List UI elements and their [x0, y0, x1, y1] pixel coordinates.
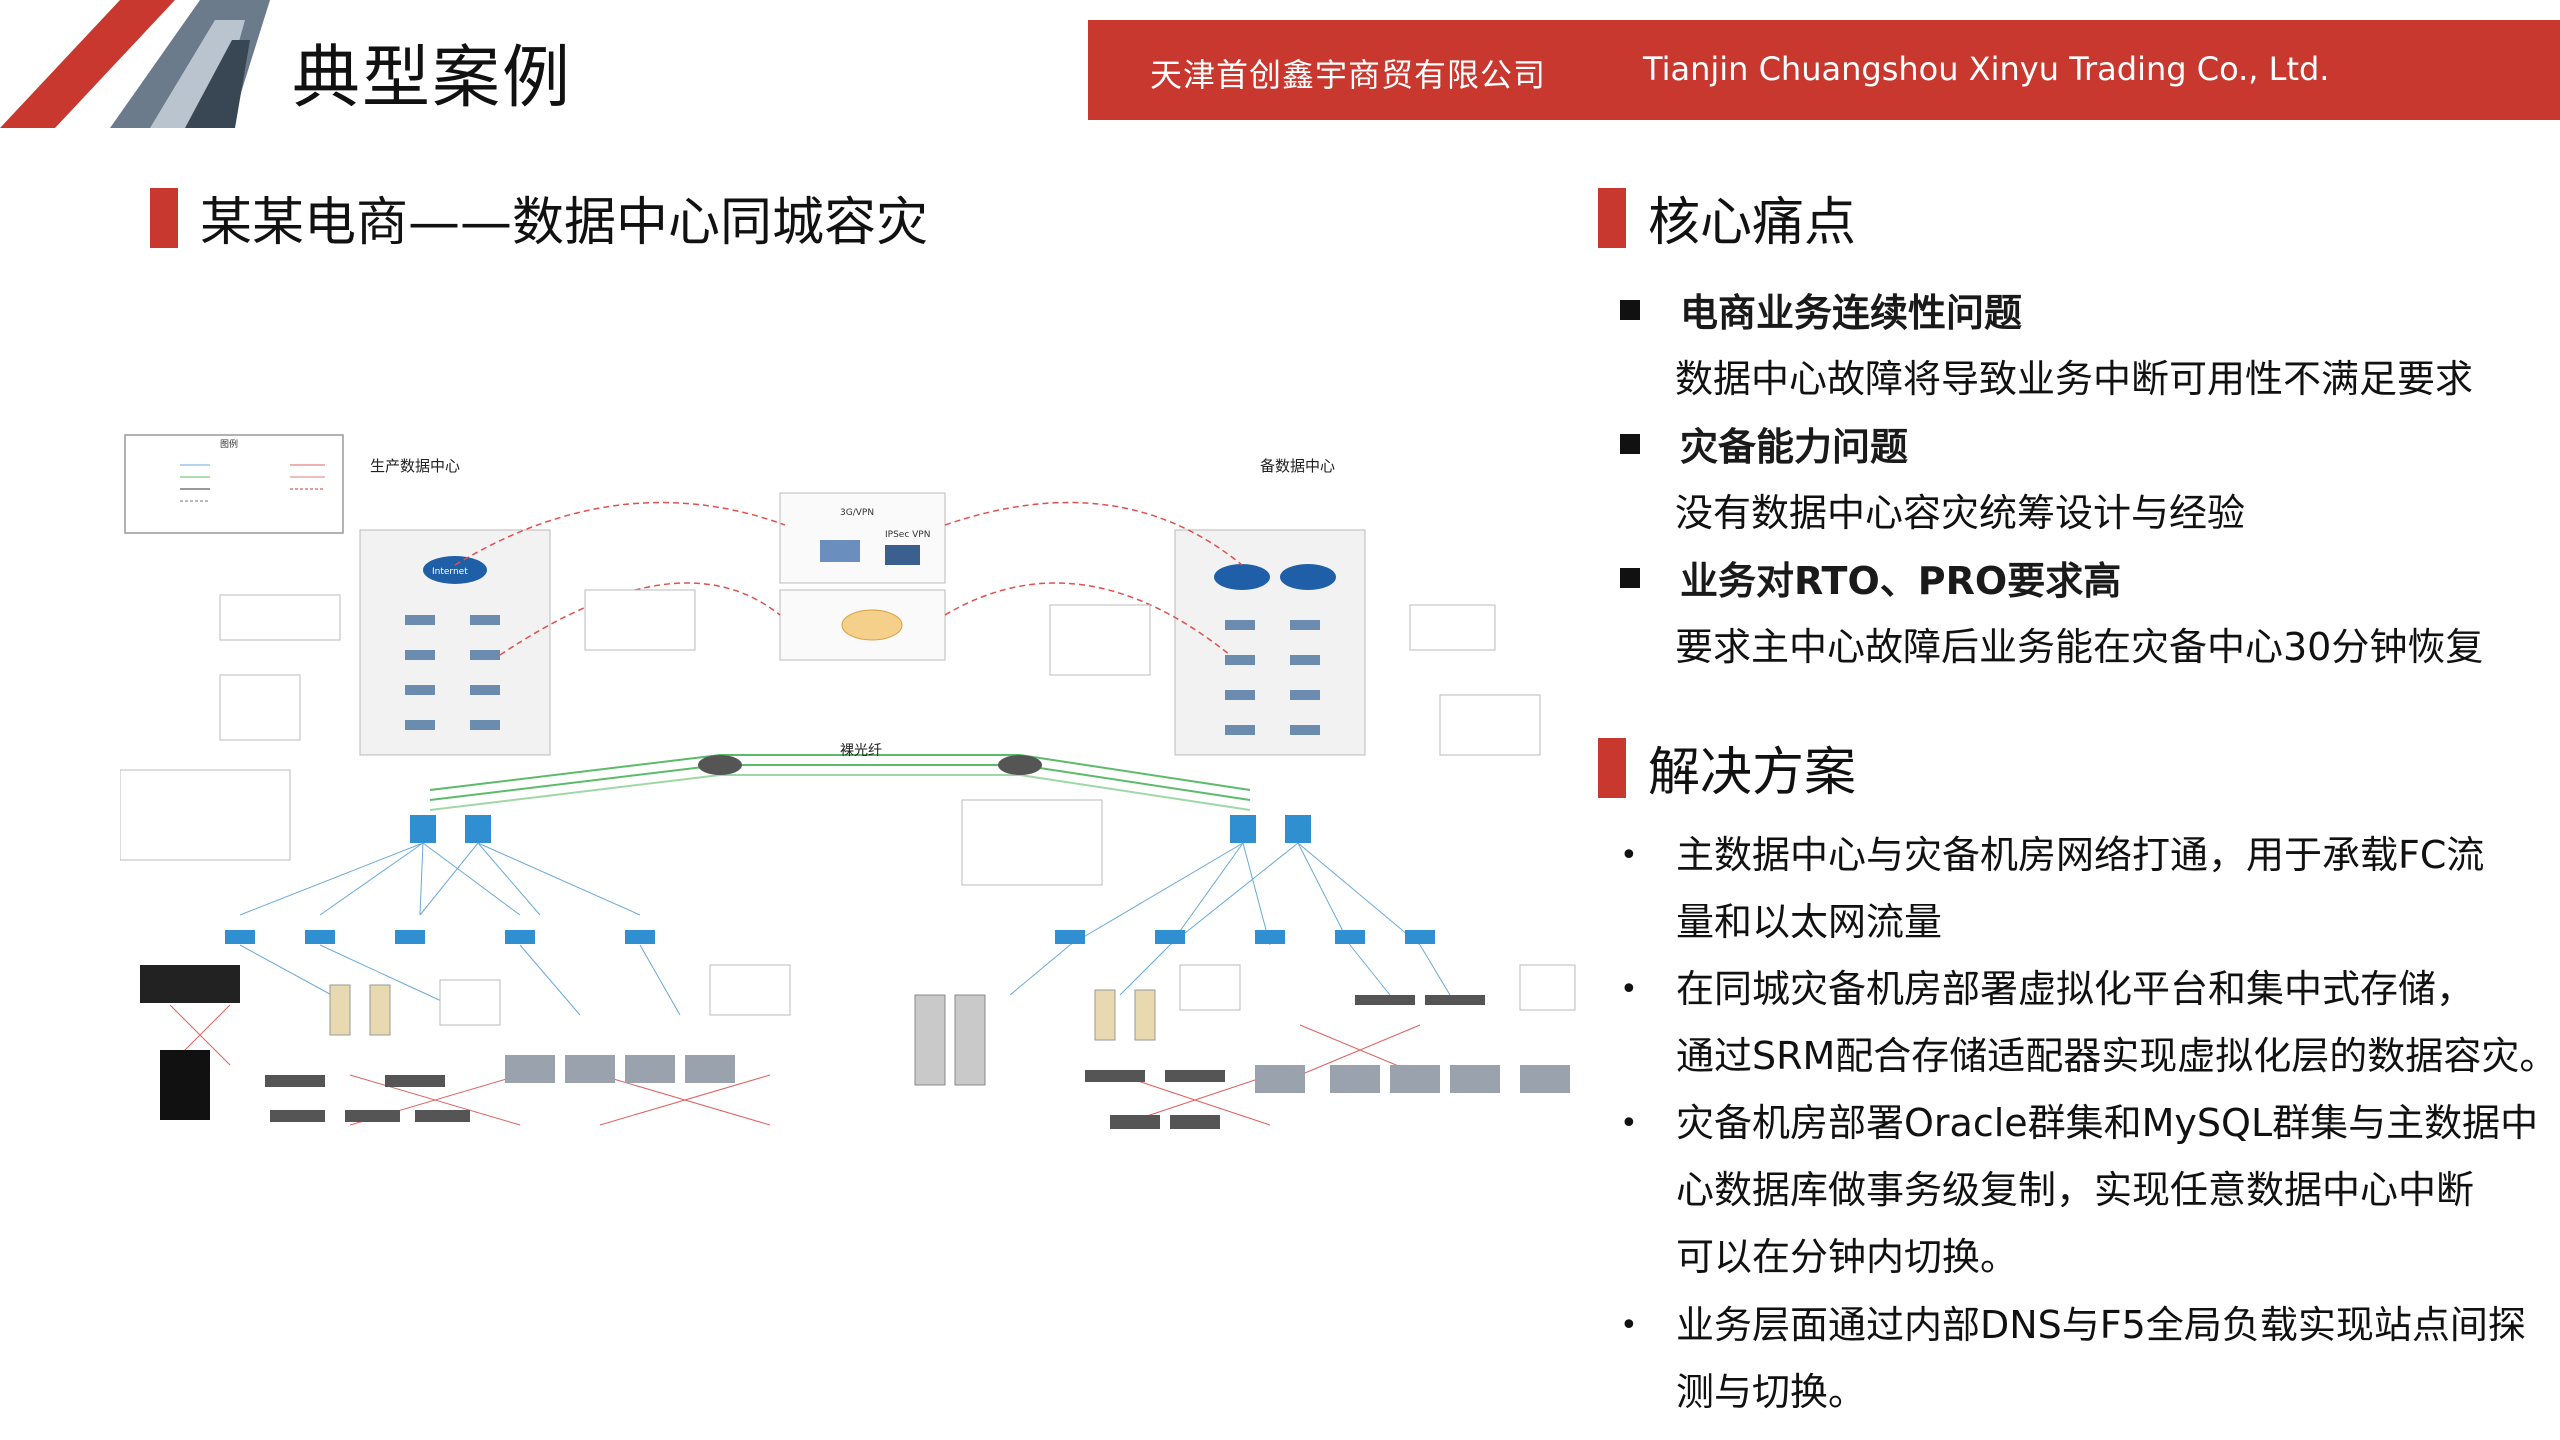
header-decoration — [0, 0, 270, 128]
solution-line: 灾备机房部署Oracle群集和MySQL群集与主数据中 — [1676, 1101, 2539, 1145]
section-marker — [150, 187, 178, 248]
bullet-dot-icon: • — [1620, 972, 1638, 1007]
legend-box: 图例 — [124, 434, 344, 534]
case-heading: 某某电商——数据中心同城容灾 — [150, 180, 928, 255]
bullet-dot-icon: • — [1620, 1106, 1638, 1141]
solutions-heading-text: 解决方案 — [1648, 743, 1857, 803]
legend-title: 图例 — [220, 438, 238, 450]
bullet-dot-icon: • — [1620, 838, 1638, 873]
pain-point-2: 灾备能力问题 — [1620, 416, 1908, 471]
backup-dc-label: 备数据中心 — [1260, 457, 1335, 475]
ipsec-label: IPSec VPN — [885, 530, 930, 540]
pain-points-heading: 核心痛点 — [1598, 180, 1856, 255]
solution-line: 通过SRM配合存储适配器实现虚拟化层的数据容灾。 — [1676, 1034, 2558, 1078]
pain-point-title: 业务对RTO、PRO要求高 — [1680, 559, 2122, 603]
pain-point-3: 业务对RTO、PRO要求高 — [1620, 550, 2121, 605]
solution-line: 业务层面通过内部DNS与F5全局负载实现站点间探 — [1676, 1303, 2526, 1347]
solution-line: 心数据库做事务级复制，实现任意数据中心中断 — [1676, 1168, 2475, 1212]
solution-line: 测与切换。 — [1676, 1370, 1867, 1414]
solution-line: 在同城灾备机房部署虚拟化平台和集中式存储， — [1676, 967, 2475, 1011]
internet-label-left: Internet — [432, 567, 468, 577]
solution-line: 主数据中心与灾备机房网络打通，用于承载FC流 — [1676, 833, 2485, 877]
company-name-cn: 天津首创鑫宇商贸有限公司 — [1150, 56, 1547, 94]
pain-points-heading-text: 核心痛点 — [1648, 193, 1857, 253]
solution-line: 可以在分钟内切换。 — [1676, 1235, 2019, 1279]
solution-line: 量和以太网流量 — [1676, 900, 1943, 944]
pain-point-desc: 数据中心故障将导致业务中断可用性不满足要求 — [1675, 357, 2474, 401]
bullet-dot-icon: • — [1620, 1308, 1638, 1343]
square-bullet-icon — [1620, 567, 1640, 588]
square-bullet-icon — [1620, 299, 1640, 320]
pain-point-desc: 没有数据中心容灾统筹设计与经验 — [1675, 491, 2246, 535]
pain-point-title: 电商业务连续性问题 — [1680, 291, 2023, 335]
pain-point-desc: 要求主中心故障后业务能在灾备中心30分钟恢复 — [1675, 625, 2484, 669]
section-marker — [1598, 187, 1626, 248]
header-banner: 天津首创鑫宇商贸有限公司 Tianjin Chuangshou Xinyu Tr… — [1088, 20, 2560, 120]
main-dc-label: 生产数据中心 — [370, 457, 460, 475]
section-marker — [1598, 737, 1626, 798]
case-heading-text: 某某电商——数据中心同城容灾 — [200, 193, 929, 253]
vpn-label: 3G/VPN — [840, 508, 874, 518]
bare-fiber-label: 裸光纤 — [840, 743, 882, 759]
network-topology-diagram: 图例 生产数据中心 备数据中心 Internet 3G/VPN IPSec VP… — [120, 434, 1576, 1129]
internet-cloud-left: Internet — [423, 556, 487, 584]
solutions-heading: 解决方案 — [1598, 730, 1856, 805]
square-bullet-icon — [1620, 433, 1640, 454]
pain-point-1: 电商业务连续性问题 — [1620, 282, 2022, 337]
company-name-en: Tianjin Chuangshou Xinyu Trading Co., Lt… — [1643, 50, 2330, 88]
page-title: 典型案例 — [292, 39, 573, 118]
pain-point-title: 灾备能力问题 — [1680, 425, 1909, 469]
